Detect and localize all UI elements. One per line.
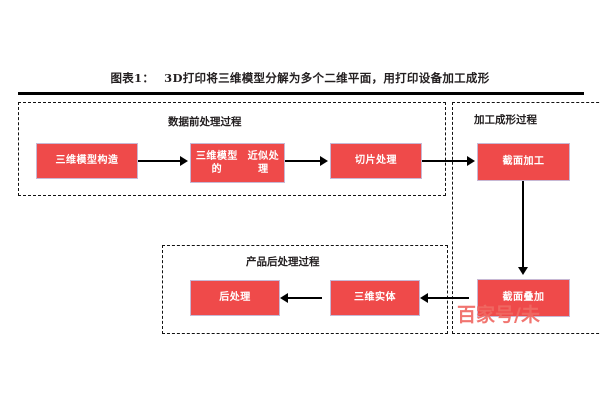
- group-post-processing: [162, 245, 448, 334]
- group-label-forming-process: 加工成形过程: [474, 114, 537, 126]
- node-model-approximation[interactable]: 三维模型的 近似处理: [190, 143, 285, 183]
- connector-stack-to-solid: [422, 297, 469, 299]
- node-approx-line-2: 近似处理: [247, 150, 280, 176]
- arrow-down-icon: [518, 267, 528, 275]
- connector-approx-to-slice: [285, 160, 322, 162]
- node-section-machining[interactable]: 截面加工: [477, 143, 570, 181]
- node-post-processing[interactable]: 后处理: [190, 280, 280, 316]
- arrow-left-icon: [280, 293, 288, 303]
- node-slicing-process[interactable]: 切片处理: [330, 143, 422, 179]
- connector-slice-to-section: [422, 160, 469, 162]
- watermark-text: 百家号/未: [457, 304, 540, 326]
- group-label-data-preprocessing: 数据前处理过程: [168, 116, 242, 128]
- node-section-stacking[interactable]: 截面叠加: [477, 279, 570, 317]
- group-label-post-processing: 产品后处理过程: [246, 256, 320, 268]
- connector-model-to-approx: [138, 160, 182, 162]
- arrow-right-icon: [320, 156, 328, 166]
- connector-solid-to-post: [282, 297, 322, 299]
- figure-title: 图表1： 3D打印将三维模型分解为多个二维平面，用打印设备加工成形: [0, 70, 600, 86]
- group-data-preprocessing: [18, 102, 446, 196]
- arrow-left-icon: [420, 293, 428, 303]
- arrow-right-icon: [180, 156, 188, 166]
- node-3d-solid[interactable]: 三维实体: [330, 280, 420, 316]
- connector-section-to-stack: [522, 181, 524, 269]
- arrow-right-icon: [467, 156, 475, 166]
- figure-title-text: 3D打印将三维模型分解为多个二维平面，用打印设备加工成形: [164, 71, 490, 85]
- node-3d-model-construction[interactable]: 三维模型构造: [36, 143, 138, 179]
- title-divider-rule: [18, 92, 584, 95]
- node-approx-line-1: 三维模型的: [195, 150, 238, 176]
- group-forming-process: [452, 102, 600, 334]
- figure-title-number: 图表1：: [110, 71, 155, 85]
